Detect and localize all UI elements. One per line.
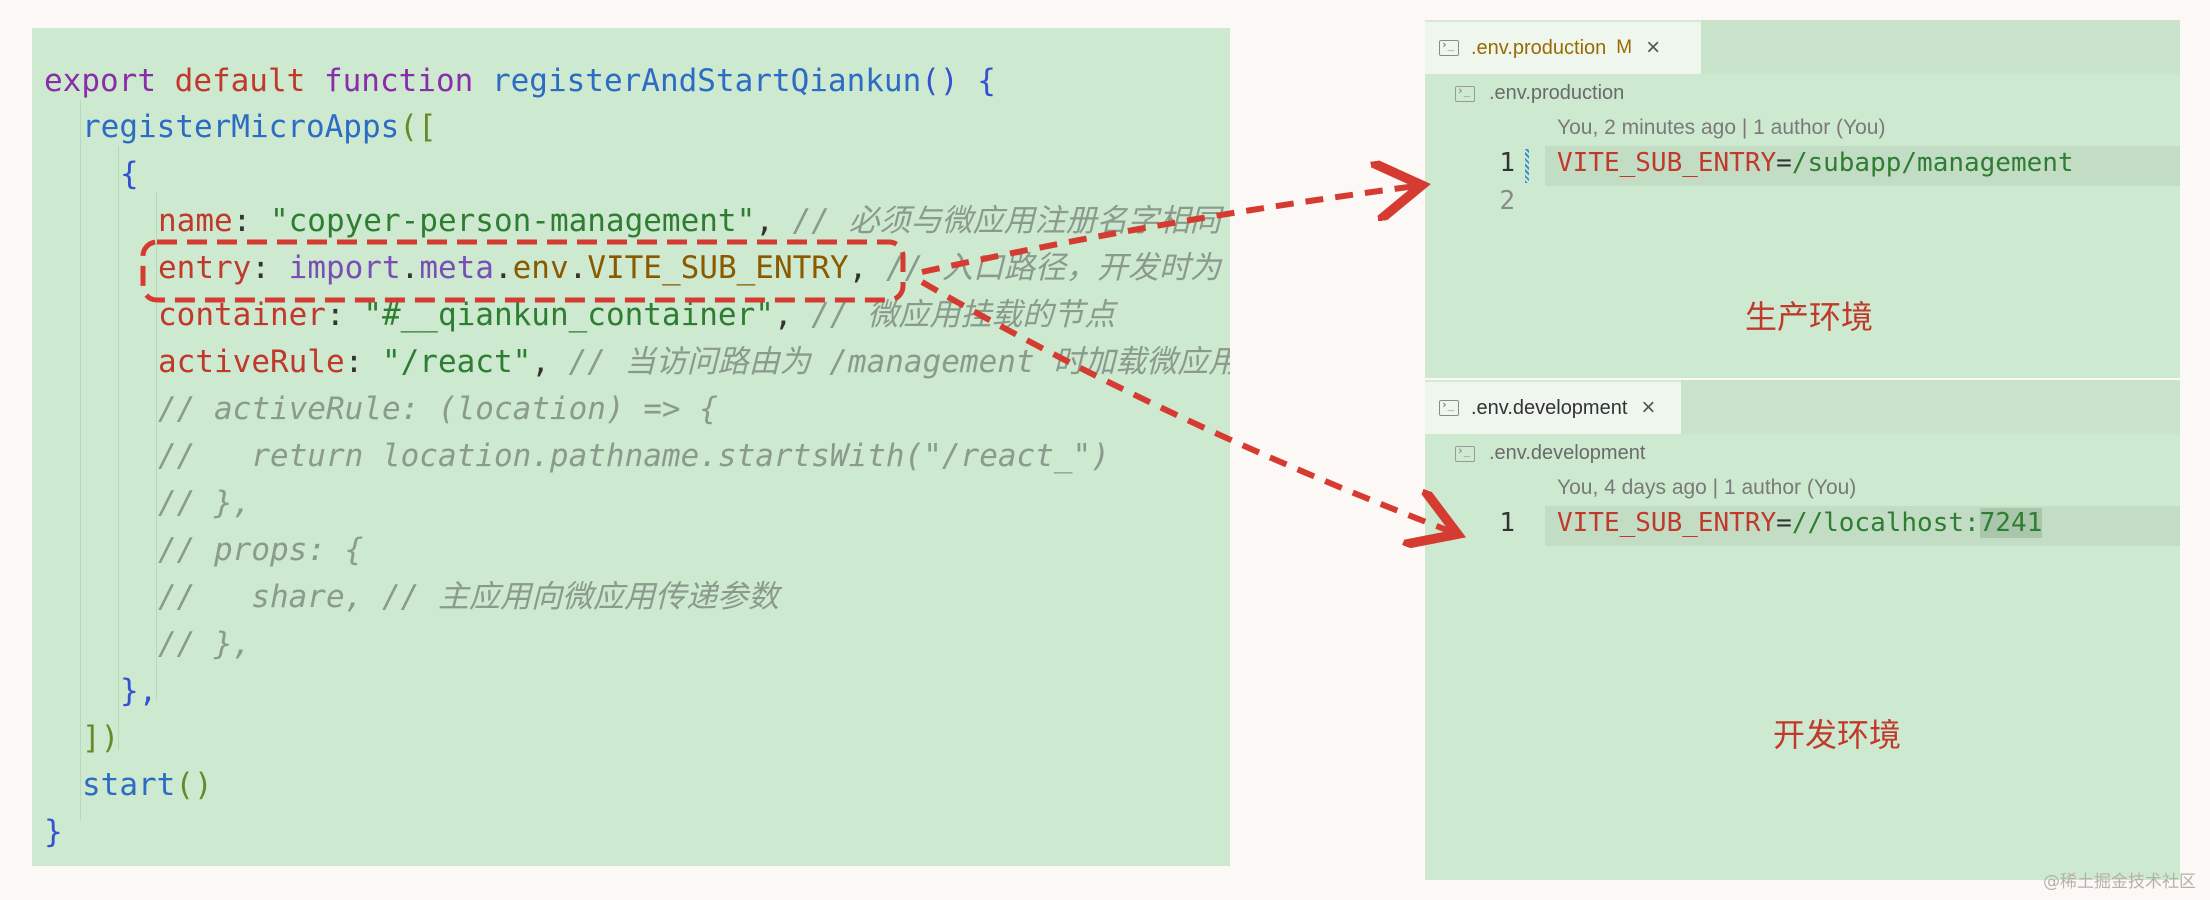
code-line-5-entry: entry: import.meta.env.VITE_SUB_ENTRY, /… (158, 250, 1221, 286)
development-env-label: 开发环境 (1773, 716, 1902, 754)
indent-guide (118, 146, 119, 750)
close-icon[interactable]: × (1641, 394, 1656, 421)
terminal-file-icon (1439, 398, 1459, 416)
line-number: 2 (1499, 186, 1515, 216)
code-line-15: ]) (82, 720, 120, 756)
modified-badge: M (1616, 37, 1633, 58)
line-number: 1 (1499, 508, 1515, 538)
code-line-4: name: "copyer-person-management", // 必须与… (158, 203, 1221, 239)
git-blame-annotation: You, 4 days ago | 1 author (You) (1557, 476, 1857, 499)
current-line-highlight (1545, 146, 2180, 186)
code-line-10: // }, (158, 485, 252, 521)
tab-bar: .env.development × (1425, 380, 2180, 434)
indent-guide (156, 192, 157, 700)
tab-env-production[interactable]: .env.production M × (1425, 20, 1701, 74)
code-line-12: // share, // 主应用向微应用传递参数 (158, 579, 779, 615)
indent-guide (80, 100, 81, 820)
terminal-file-icon (1455, 84, 1475, 102)
tab-label: .env.development (1471, 396, 1628, 419)
code-line-8: // activeRule: (location) => { (158, 391, 718, 427)
line-number: 1 (1499, 148, 1515, 178)
code-line-13: // }, (158, 626, 252, 662)
code-line-9: // return location.pathname.startsWith("… (158, 438, 1110, 474)
code-line-17: } (44, 814, 63, 850)
tab-bar: .env.production M × (1425, 20, 2180, 74)
terminal-file-icon (1455, 444, 1475, 462)
modified-gutter-marker (1525, 149, 1529, 183)
code-line-16: start() (82, 767, 213, 803)
code-line-6: container: "#__qiankun_container", // 微应… (158, 297, 1116, 333)
terminal-file-icon (1439, 38, 1459, 56)
git-blame-annotation: You, 2 minutes ago | 1 author (You) (1557, 116, 1886, 139)
code-editor-panel: export default function registerAndStart… (32, 28, 1230, 866)
breadcrumb-label: .env.production (1489, 82, 1625, 104)
production-env-label: 生产环境 (1745, 298, 1874, 336)
code-line-11: // props: { (158, 532, 364, 568)
env-line-1[interactable]: VITE_SUB_ENTRY=//localhost:7241 (1557, 508, 2043, 538)
code-line-1: export default function registerAndStart… (44, 63, 996, 99)
code-line-7: activeRule: "/react", // 当访问路由为 /managem… (158, 344, 1230, 380)
breadcrumb[interactable]: .env.production (1455, 82, 1624, 105)
close-icon[interactable]: × (1646, 34, 1661, 61)
code-line-2: registerMicroApps([ (82, 109, 437, 145)
tab-label: .env.production (1471, 36, 1607, 59)
env-development-editor: .env.development × .env.development You,… (1425, 380, 2180, 880)
current-line-highlight (1545, 506, 2180, 546)
code-line-14: }, (120, 673, 158, 709)
tab-env-development[interactable]: .env.development × (1425, 380, 1681, 434)
code-line-3: { (120, 156, 139, 192)
breadcrumb[interactable]: .env.development (1455, 442, 1645, 465)
env-line-1[interactable]: VITE_SUB_ENTRY=/subapp/management (1557, 148, 2074, 178)
breadcrumb-label: .env.development (1489, 442, 1646, 464)
watermark: @稀土掘金技术社区 (2043, 872, 2196, 892)
env-production-editor: .env.production M × .env.production You,… (1425, 20, 2180, 378)
